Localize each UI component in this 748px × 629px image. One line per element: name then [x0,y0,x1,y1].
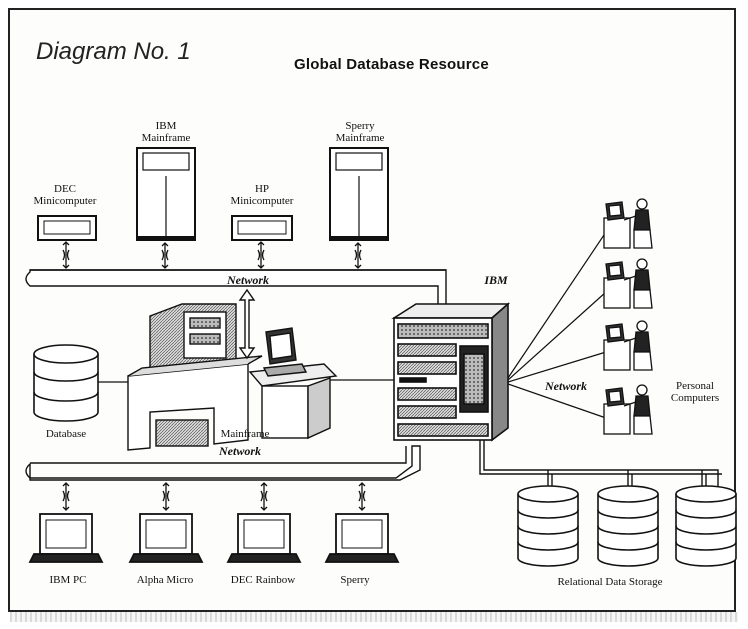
mainframe-label: Mainframe [200,428,290,440]
ibm-mainframe-connector-icon [162,243,168,268]
laptop-icon [326,514,398,562]
mainframe-connector-icon [240,290,254,358]
laptop-icon [30,514,102,562]
relational-data-storage-label: Relational Data Storage [512,576,708,588]
dec-connector-icon [63,242,69,268]
client-connector-icon [261,483,267,510]
laptop-icon [228,514,300,562]
storage-cylinder-icon [518,486,578,566]
dec-rainbow-label: DEC Rainbow [218,574,308,586]
ibm-label: IBM [476,274,516,286]
pc-user-icon [604,321,652,370]
bottom-network-label: Network [200,445,280,457]
hp-connector-icon [258,242,264,268]
client-computers [30,483,398,562]
scan-noise-strip [10,612,738,622]
laptop-icon [130,514,202,562]
ibm-mainframe-icon [137,148,195,241]
sperry-mainframe-connector-icon [355,243,361,268]
database-label: Database [26,428,106,440]
pc-user-icon [604,259,652,308]
relational-storage-group [518,486,736,566]
top-network-label: Network [208,274,288,286]
pc-user-icon [604,385,652,434]
storage-cylinder-icon [598,486,658,566]
storage-cylinder-icon [676,486,736,566]
alpha-micro-label: Alpha Micro [120,574,210,586]
ibm-pc-label: IBM PC [28,574,108,586]
pc-user-icon [604,199,652,248]
dec-minicomputer-icon [38,216,96,240]
sperry-label: Sperry [320,574,390,586]
client-connector-icon [359,483,365,510]
ibm-hub-icon [394,304,508,440]
client-connector-icon [63,483,69,510]
sperry-mainframe-icon [330,148,388,241]
client-connector-icon [163,483,169,510]
personal-computer-stations [604,199,652,434]
database-icon [34,345,98,421]
hp-minicomputer-icon [232,216,292,240]
right-network-label: Network [530,380,602,392]
